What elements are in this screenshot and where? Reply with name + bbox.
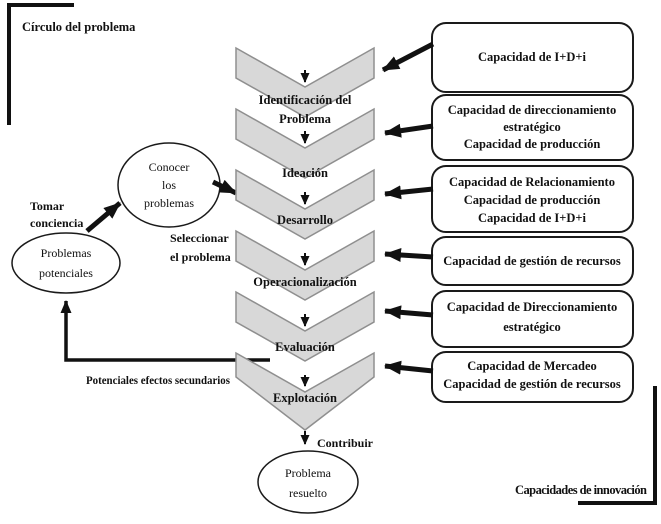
- capability-line: Capacidad de direccionamiento: [448, 103, 617, 117]
- seleccionar-problema-label: Seleccionar el problema: [170, 231, 231, 264]
- stage-ideacion: Ideación: [235, 107, 375, 180]
- ellipse-shape: [11, 232, 121, 294]
- arrow-capability-1: [381, 41, 435, 73]
- stage-label-line: Identificación del: [259, 93, 352, 107]
- capability-line: Capacidad de gestión de recursos: [443, 377, 621, 391]
- ellipse-shape: [257, 450, 359, 514]
- chevron-shape: [235, 46, 375, 118]
- innovation-capabilities-label: Capacidades de innovación: [515, 483, 647, 497]
- arrow-capability-5: [384, 305, 434, 320]
- node-problema-resuelto: Problema resuelto: [257, 450, 359, 514]
- node-text-line: problemas: [144, 196, 194, 210]
- stage-operacionalizacion: Operacionalización: [235, 229, 375, 301]
- stage-desarrollo: Desarrollo: [235, 168, 375, 240]
- label-line: conciencia: [30, 216, 83, 230]
- stage-label-line: Evaluación: [275, 340, 335, 354]
- capability-box-mercadeo: Capacidad de Mercadeo Capacidad de gesti…: [431, 351, 634, 403]
- capability-box-relacionamiento: Capacidad de Relacionamiento Capacidad d…: [431, 165, 634, 233]
- node-conocer-los-problemas: Conocer los problemas: [117, 142, 221, 228]
- rounded-box: [431, 351, 634, 403]
- node-text-line: potenciales: [39, 266, 93, 280]
- capability-box-direccionamiento-produccion: Capacidad de direccionamiento estratégic…: [431, 94, 634, 161]
- arrow-capability-6: [384, 360, 434, 375]
- label-line: Tomar: [30, 199, 65, 213]
- rounded-box: [431, 22, 634, 93]
- side-effects-label: Potenciales efectos secundarios: [86, 373, 230, 387]
- feedback-loop: Potenciales efectos secundarios: [60, 300, 270, 387]
- arrow-capability-2: [384, 123, 434, 138]
- stage-label-line: Operacionalización: [253, 275, 357, 289]
- capability-line: estratégico: [503, 120, 561, 134]
- capability-line: Capacidad de producción: [464, 137, 601, 151]
- problem-cycle-label: Círculo del problema: [22, 20, 136, 34]
- feedback-arrow: [60, 300, 270, 362]
- arrow-seleccionar-problema: [211, 179, 238, 196]
- label-line: el problema: [170, 250, 231, 264]
- capability-line: estratégico: [503, 320, 561, 334]
- stage-evaluacion: Evaluación: [235, 290, 375, 362]
- rounded-box: [431, 236, 634, 286]
- bracket-corner-line: [578, 386, 657, 505]
- arrow-capability-3: [384, 185, 434, 200]
- node-text-line: resuelto: [289, 486, 327, 500]
- stage-identificacion-del-problema: Identificación del Problema: [235, 46, 375, 126]
- stage-label-line: Problema: [279, 112, 332, 126]
- capability-line: Capacidad de producción: [464, 193, 601, 207]
- arrow-tomar-conciencia: [85, 201, 122, 233]
- capability-box-gestion-recursos: Capacidad de gestión de recursos: [431, 236, 634, 286]
- rounded-box: [431, 290, 634, 348]
- node-text-line: Problemas: [41, 246, 92, 260]
- capability-box-idi: Capacidad de I+D+i: [431, 22, 634, 93]
- chevron-shape: [235, 229, 375, 301]
- node-text-line: Conocer: [149, 160, 190, 174]
- node-problemas-potenciales: Problemas potenciales: [11, 232, 121, 294]
- chevron-shape: [235, 351, 375, 431]
- capability-line: Capacidad de gestión de recursos: [443, 254, 621, 268]
- innovation-capabilities-bracket: Capacidades de innovación: [515, 386, 657, 505]
- bracket-corner-line: [7, 3, 74, 125]
- contribuir-label: Contribuir: [317, 436, 374, 450]
- rounded-box: [431, 165, 634, 233]
- capability-line: Capacidad de Direccionamiento: [447, 300, 618, 314]
- capability-line: Capacidad de Relacionamiento: [449, 175, 615, 189]
- chevron-shape: [235, 168, 375, 240]
- tomar-conciencia-label: Tomar conciencia: [30, 199, 83, 230]
- node-text-line: los: [162, 178, 176, 192]
- stage-explotacion: Explotación: [235, 351, 375, 431]
- stage-label-line: Explotación: [273, 391, 337, 405]
- chevron-shape: [235, 107, 375, 179]
- stage-label-line: Desarrollo: [277, 213, 333, 227]
- capability-line: Capacidad de I+D+i: [478, 50, 587, 64]
- node-text-line: Problema: [285, 466, 332, 480]
- chevron-shape: [235, 290, 375, 362]
- label-line: Seleccionar: [170, 231, 229, 245]
- stage-label-line: Ideación: [282, 166, 328, 180]
- problem-cycle-bracket: Círculo del problema: [7, 3, 136, 125]
- capability-line: Capacidad de Mercadeo: [467, 359, 597, 373]
- arrow-capability-4: [384, 248, 434, 262]
- capability-line: Capacidad de I+D+i: [478, 211, 587, 225]
- capability-box-direccionamiento-estrategico: Capacidad de Direccionamiento estratégic…: [431, 290, 634, 348]
